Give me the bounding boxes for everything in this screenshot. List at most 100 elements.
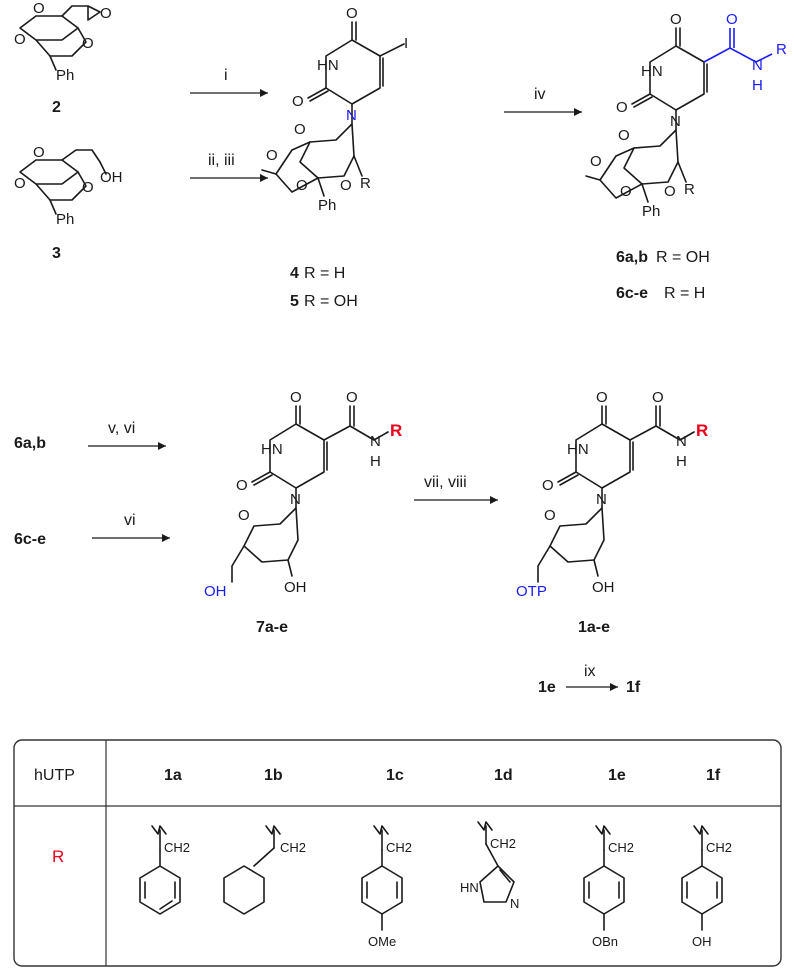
atom-o: O	[100, 5, 112, 22]
atom-hn: HN	[567, 441, 589, 458]
label-ch2: CH2	[608, 840, 634, 855]
table-header-label: hUTP	[34, 767, 75, 784]
label-n: N	[510, 896, 519, 911]
atom-ph: Ph	[318, 197, 336, 214]
atom-h: H	[370, 453, 381, 470]
atom-hn: HN	[317, 57, 339, 74]
atom-o: O	[340, 177, 352, 194]
atom-r: R	[390, 421, 402, 440]
compound-4-r: R = H	[304, 265, 345, 282]
atom-n: N	[290, 491, 301, 508]
compound-1-structure	[537, 405, 695, 583]
arrow-head	[158, 442, 166, 450]
compound-label-6ce: 6c-e	[616, 285, 648, 302]
label-oh: OH	[692, 934, 712, 949]
substituent-1a	[139, 825, 181, 915]
reagent-ix: ix	[584, 663, 596, 680]
atom-o: O	[346, 389, 358, 406]
atom-o: O	[266, 147, 278, 164]
reagent-iv: iv	[534, 86, 546, 103]
arrow-head	[574, 108, 582, 116]
substituent-1e	[583, 825, 625, 931]
substituent-1b	[223, 825, 281, 915]
atom-r: R	[684, 181, 695, 198]
atom-o: O	[590, 153, 602, 170]
atom-o: O	[296, 177, 308, 194]
atom-o: O	[542, 477, 554, 494]
table-col-1b: 1b	[264, 767, 283, 784]
atom-o: O	[82, 179, 94, 196]
compound-label-6ab: 6a,b	[616, 249, 648, 266]
arrow-head	[162, 534, 170, 542]
atom-o: O	[652, 389, 664, 406]
atom-r: R	[360, 175, 371, 192]
atom-oh: OH	[592, 579, 615, 596]
compound-4-5-structure	[261, 21, 405, 197]
compound-label-2: 2	[52, 99, 61, 116]
atom-o: O	[33, 0, 45, 17]
compound-5-r: R = OH	[304, 293, 358, 310]
substituent-1d	[477, 821, 515, 903]
atom-h: H	[752, 77, 763, 94]
substituent-table	[13, 739, 782, 967]
reagent-v-vi: v, vi	[108, 420, 135, 437]
atom-hn: HN	[261, 441, 283, 458]
compound-2-structure	[19, 5, 101, 71]
atom-o: O	[292, 93, 304, 110]
atom-oh: OH	[204, 583, 227, 600]
atom-h: H	[676, 453, 687, 470]
reagent-ii-iii: ii, iii	[208, 152, 235, 169]
compound-label-1e: 1e	[538, 679, 556, 696]
label-ch2: CH2	[706, 840, 732, 855]
atom-n: N	[370, 433, 381, 450]
start-6ce: 6c-e	[14, 531, 46, 548]
reagent-vii-viii: vii, viii	[424, 474, 467, 491]
atom-o: O	[544, 507, 556, 524]
atom-oh: OH	[100, 169, 123, 186]
arrow-head	[260, 174, 268, 182]
arrow-head	[490, 496, 498, 504]
label-ch2: CH2	[280, 840, 306, 855]
table-col-1d: 1d	[494, 767, 513, 784]
table-col-1e: 1e	[608, 767, 626, 784]
substituent-1f	[681, 825, 723, 931]
atom-o: O	[14, 31, 26, 48]
compound-6ab-r: R = OH	[656, 249, 710, 266]
atom-o: O	[664, 183, 676, 200]
atom-n: N	[676, 433, 687, 450]
table-col-1c: 1c	[386, 767, 404, 784]
atom-o: O	[82, 35, 94, 52]
label-ome: OMe	[368, 934, 396, 949]
compound-3-structure	[19, 149, 107, 215]
atom-n: N	[752, 57, 763, 74]
compound-label-1: 1a-e	[578, 619, 610, 636]
atom-oh: OH	[284, 579, 307, 596]
arrow-head	[610, 683, 618, 691]
compound-7-structure	[231, 405, 389, 583]
substituent-1c	[361, 825, 403, 931]
compound-label-4: 4	[290, 265, 299, 282]
atom-o: O	[618, 127, 630, 144]
label-ch2: CH2	[386, 840, 412, 855]
atom-r: R	[776, 41, 787, 58]
atom-o: O	[596, 389, 608, 406]
atom-ph: Ph	[642, 203, 660, 220]
atom-o: O	[294, 121, 306, 138]
atom-o: O	[33, 144, 45, 161]
arrow-head	[260, 89, 268, 97]
table-col-1f: 1f	[706, 767, 721, 784]
compound-6-structure	[585, 27, 773, 203]
atom-o: O	[726, 11, 738, 28]
atom-n: N	[670, 113, 681, 130]
label-hn: HN	[460, 880, 479, 895]
table-col-1a: 1a	[164, 767, 182, 784]
compound-label-5: 5	[290, 293, 299, 310]
compound-label-1f: 1f	[626, 679, 641, 696]
compound-6ce-r: R = H	[664, 285, 705, 302]
atom-o: O	[236, 477, 248, 494]
atom-o: O	[670, 11, 682, 28]
label-ch2: CH2	[164, 840, 190, 855]
atom-o: O	[238, 507, 250, 524]
atom-o: O	[346, 5, 358, 22]
